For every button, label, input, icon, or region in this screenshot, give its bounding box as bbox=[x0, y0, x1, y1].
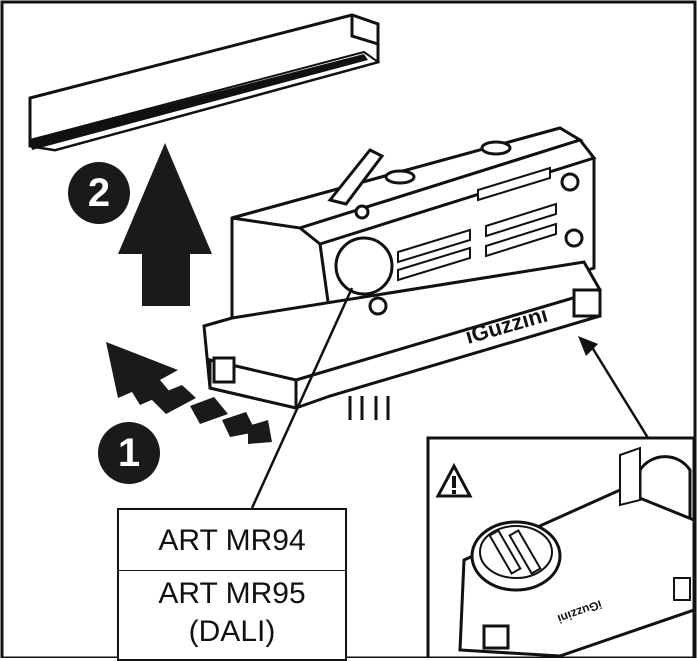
detail-pointer-arrow bbox=[578, 336, 650, 439]
label-leader-line bbox=[250, 287, 354, 509]
detail-inset bbox=[426, 436, 696, 658]
model-label-mr95: ART MR95 (DALI) bbox=[117, 571, 347, 661]
model-label-mr94: ART MR94 bbox=[117, 508, 347, 572]
model-b-protocol: (DALI) bbox=[188, 615, 276, 648]
track-rail bbox=[28, 13, 381, 152]
step-one-badge: 1 bbox=[98, 422, 160, 484]
step-two-badge: 2 bbox=[68, 162, 130, 224]
track-adaptor bbox=[202, 126, 602, 420]
model-a-text: ART MR94 bbox=[158, 524, 306, 557]
model-b-text: ART MR95 bbox=[158, 577, 306, 610]
lift-arrow bbox=[118, 143, 212, 306]
rotate-arrow bbox=[106, 342, 272, 444]
